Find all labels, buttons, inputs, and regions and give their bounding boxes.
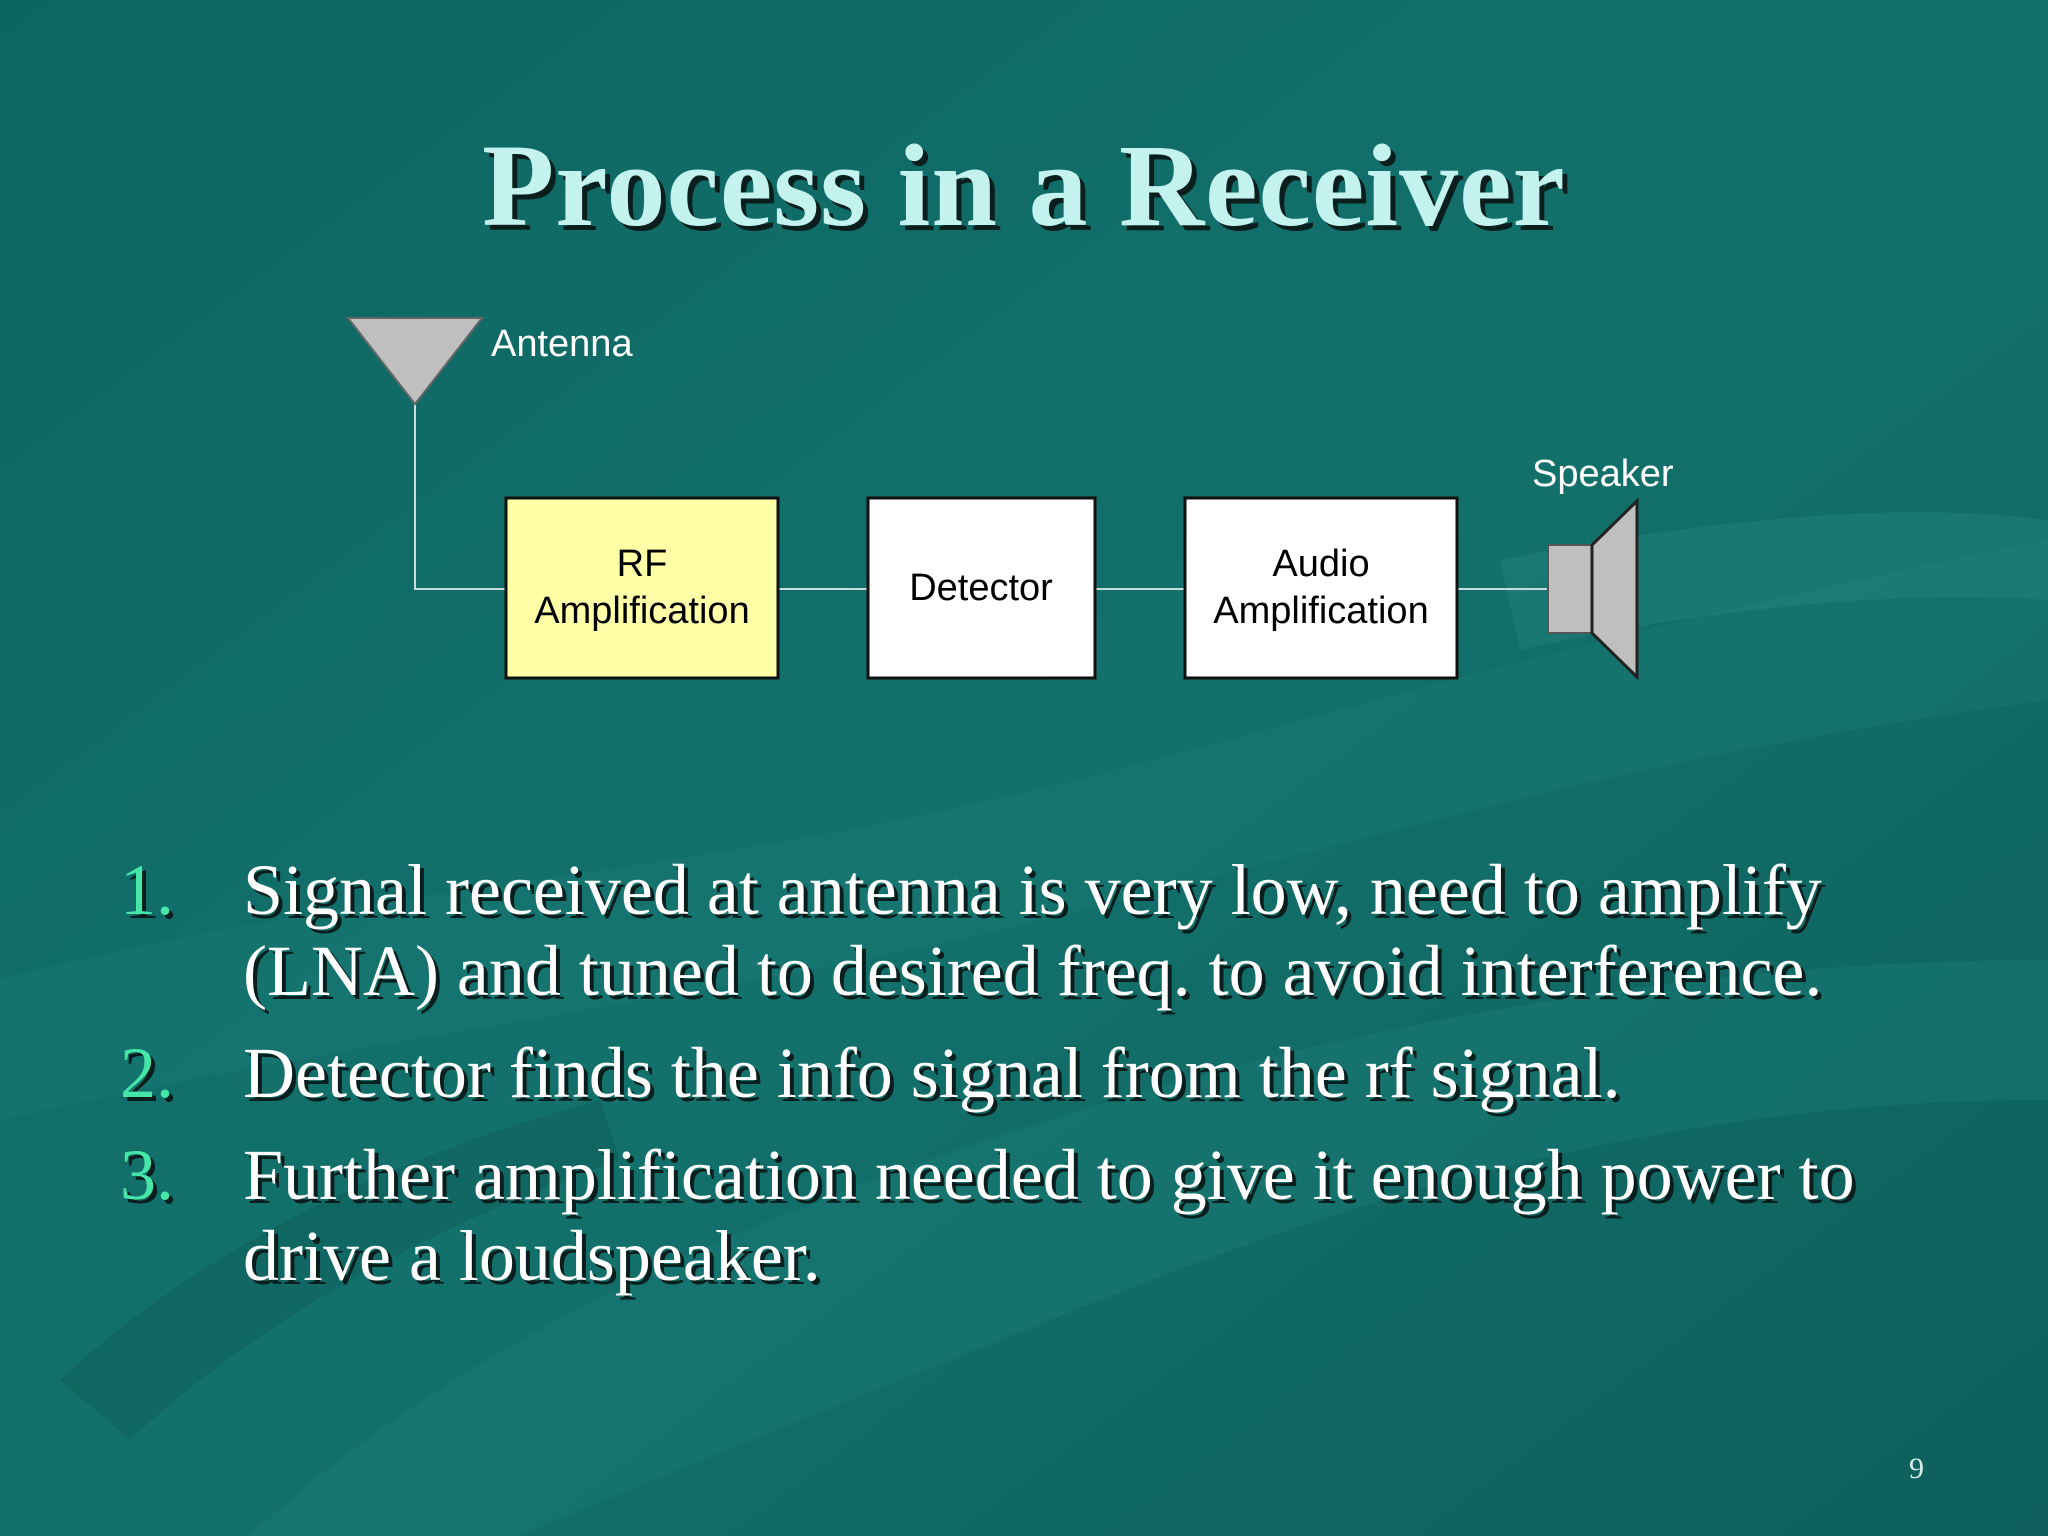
slide-title: Process in a Receiver — [482, 120, 1566, 251]
block-audio-amplification: Audio Amplification — [1183, 496, 1459, 680]
step-text: Further amplification needed to give it … — [243, 1135, 1855, 1296]
rf-block-label-line2: Amplification — [534, 590, 749, 632]
block-rf-amplification: RF Amplification — [504, 496, 780, 680]
list-item: 1. Signal received at antenna is very lo… — [120, 850, 1980, 1012]
speaker-cone — [1590, 497, 1639, 681]
list-item: 2. Detector finds the info signal from t… — [120, 1033, 1980, 1114]
block-detector: Detector — [866, 496, 1097, 680]
audio-block-label-line1: Audio — [1272, 543, 1369, 585]
list-item: 3. Further amplification needed to give … — [120, 1135, 1980, 1297]
antenna-wire — [414, 404, 506, 590]
page-number: 9 — [1909, 1452, 1924, 1485]
step-number: 2. — [120, 1033, 174, 1113]
step-number: 3. — [120, 1135, 174, 1215]
detector-block — [866, 496, 1097, 680]
audio-amplification-block — [1183, 496, 1459, 680]
speaker-icon — [1547, 497, 1639, 681]
receiver-block-diagram: Antenna RF Amplification Detector Audio … — [345, 317, 1674, 681]
antenna-icon — [345, 317, 485, 406]
rf-amplification-block — [504, 496, 780, 680]
step-number: 1. — [120, 850, 174, 930]
rf-block-label-line1: RF — [617, 543, 668, 585]
antenna-label: Antenna — [491, 323, 633, 365]
speaker-label: Speaker — [1532, 453, 1674, 495]
audio-block-label-line2: Amplification — [1213, 590, 1428, 632]
step-list: 1. Signal received at antenna is very lo… — [120, 850, 1980, 1297]
detector-block-label: Detector — [909, 567, 1053, 609]
speaker-magnet — [1547, 544, 1593, 634]
step-text: Detector finds the info signal from the … — [243, 1033, 1621, 1113]
connection-wires — [414, 404, 1548, 590]
step-text: Signal received at antenna is very low, … — [243, 850, 1823, 1011]
